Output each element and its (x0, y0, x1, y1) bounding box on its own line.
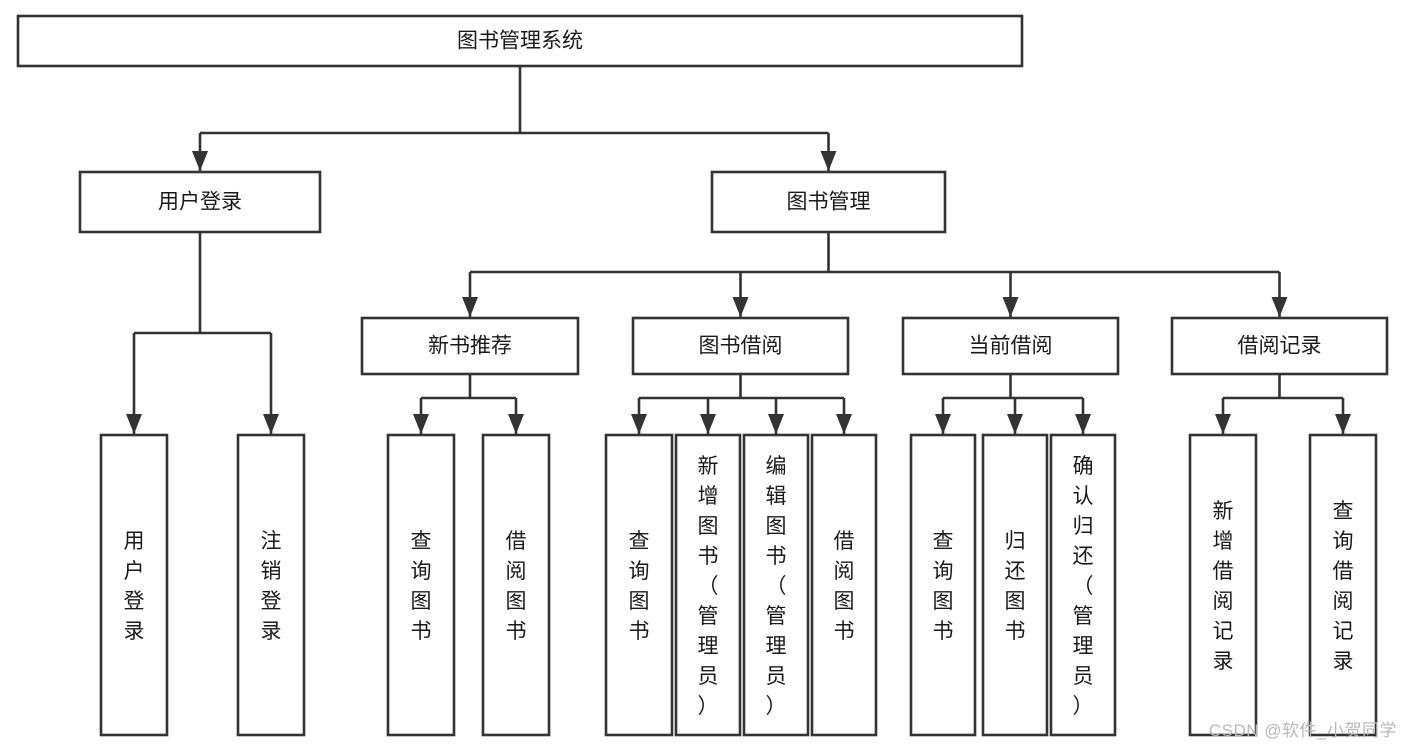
node-box-root[interactable] (16, 14, 1024, 68)
arrow-head-icon-new-book-recommend (462, 297, 478, 317)
node-leaf-add-book[interactable]: 新增图书（管理员） (674, 433, 742, 737)
node-leaf-confirm-return[interactable]: 确认归还（管理员） (1049, 433, 1117, 737)
node-label-leaf-query-book-recommend: 查询图书 (411, 530, 432, 643)
arrow-head-icon-borrow-record (1271, 297, 1288, 317)
arrow-head-icon-leaf-add-book (700, 414, 716, 434)
node-label-leaf-query-book-borrow: 查询图书 (629, 530, 650, 643)
node-leaf-user-logout[interactable]: 注销登录 (236, 433, 306, 737)
node-leaf-user-login[interactable]: 用户登录 (99, 433, 169, 737)
node-label-book-borrow: 图书借阅 (699, 335, 783, 358)
node-box-leaf-query-book-borrow[interactable] (604, 433, 674, 737)
node-label-leaf-add-book: 新增图书（管理员） (698, 455, 719, 718)
node-box-leaf-borrow-book-recommend[interactable] (481, 433, 551, 737)
node-leaf-borrow-book[interactable]: 借阅图书 (810, 433, 878, 737)
node-user-login[interactable]: 用户登录 (78, 170, 322, 234)
arrow-head-icon-current-borrow (1002, 297, 1019, 317)
node-borrow-record[interactable]: 借阅记录 (1170, 316, 1389, 376)
node-box-book-borrow[interactable] (631, 316, 850, 376)
node-label-leaf-borrow-book-recommend: 借阅图书 (506, 530, 527, 643)
node-box-leaf-borrow-book[interactable] (810, 433, 878, 737)
node-new-book-recommend[interactable]: 新书推荐 (360, 316, 580, 376)
node-label-leaf-user-logout: 注销登录 (261, 530, 282, 643)
node-leaf-query-book-borrow[interactable]: 查询图书 (604, 433, 674, 737)
arrow-head-icon-leaf-query-borrow-record (1335, 414, 1351, 434)
node-book-borrow[interactable]: 图书借阅 (631, 316, 850, 376)
node-book-manage[interactable]: 图书管理 (710, 170, 947, 234)
node-label-user-login: 用户登录 (158, 191, 242, 214)
arrow-head-icon-leaf-query-book-current (935, 414, 951, 434)
node-label-root: 图书管理系统 (457, 30, 583, 53)
node-box-leaf-add-borrow-record[interactable] (1188, 433, 1258, 737)
node-leaf-query-book-current[interactable]: 查询图书 (909, 433, 977, 737)
node-label-current-borrow: 当前借阅 (969, 335, 1053, 358)
node-leaf-borrow-book-recommend[interactable]: 借阅图书 (481, 433, 551, 737)
node-box-leaf-query-book-recommend[interactable] (386, 433, 456, 737)
node-box-leaf-query-book-current[interactable] (909, 433, 977, 737)
node-current-borrow[interactable]: 当前借阅 (901, 316, 1120, 376)
node-box-leaf-confirm-return[interactable] (1049, 433, 1117, 737)
node-box-borrow-record[interactable] (1170, 316, 1389, 376)
node-box-new-book-recommend[interactable] (360, 316, 580, 376)
node-leaf-return-book[interactable]: 归还图书 (981, 433, 1049, 737)
node-label-leaf-borrow-book: 借阅图书 (834, 530, 855, 643)
arrow-head-icon-leaf-query-book-borrow (631, 414, 647, 434)
node-box-current-borrow[interactable] (901, 316, 1120, 376)
node-box-book-manage[interactable] (710, 170, 947, 234)
arrow-head-icon-book-manage (820, 151, 837, 171)
node-box-leaf-edit-book[interactable] (742, 433, 810, 737)
node-label-leaf-user-login: 用户登录 (124, 530, 145, 643)
node-label-leaf-return-book: 归还图书 (1005, 530, 1026, 643)
watermark-text: CSDN @软件_小贺同学 (1208, 721, 1397, 740)
connector-layer (126, 66, 1351, 434)
node-leaf-edit-book[interactable]: 编辑图书（管理员） (742, 433, 810, 737)
node-label-leaf-confirm-return: 确认归还（管理员） (1073, 455, 1094, 718)
arrow-head-icon-leaf-return-book (1007, 414, 1023, 434)
node-label-book-manage: 图书管理 (787, 191, 871, 214)
arrow-head-icon-leaf-confirm-return (1075, 414, 1091, 434)
node-label-leaf-query-borrow-record: 查询借阅记录 (1333, 500, 1354, 673)
node-leaf-query-book-recommend[interactable]: 查询图书 (386, 433, 456, 737)
node-box-leaf-user-login[interactable] (99, 433, 169, 737)
node-label-leaf-edit-book: 编辑图书（管理员） (766, 455, 787, 718)
arrow-head-icon-leaf-user-logout (263, 414, 279, 434)
node-label-leaf-query-book-current: 查询图书 (933, 530, 954, 643)
node-box-leaf-query-borrow-record[interactable] (1308, 433, 1378, 737)
node-leaf-add-borrow-record[interactable]: 新增借阅记录 (1188, 433, 1258, 737)
node-label-new-book-recommend: 新书推荐 (428, 335, 512, 358)
node-label-borrow-record: 借阅记录 (1238, 335, 1322, 358)
arrow-head-icon-leaf-add-borrow-record (1215, 414, 1231, 434)
node-layer: 图书管理系统用户登录图书管理新书推荐图书借阅当前借阅借阅记录用户登录注销登录查询… (16, 14, 1389, 737)
node-box-leaf-user-logout[interactable] (236, 433, 306, 737)
arrow-head-icon-leaf-borrow-book (836, 414, 852, 434)
arrow-head-icon-leaf-edit-book (768, 414, 784, 434)
node-box-leaf-return-book[interactable] (981, 433, 1049, 737)
arrow-head-icon-user-login (192, 151, 208, 171)
node-root[interactable]: 图书管理系统 (16, 14, 1024, 68)
node-box-user-login[interactable] (78, 170, 322, 234)
node-leaf-query-borrow-record[interactable]: 查询借阅记录 (1308, 433, 1378, 737)
arrow-head-icon-leaf-borrow-book-recommend (508, 414, 524, 434)
arrow-head-icon-leaf-user-login (126, 414, 142, 434)
arrow-head-icon-leaf-query-book-recommend (413, 414, 429, 434)
arrow-head-icon-book-borrow (732, 297, 749, 317)
node-box-leaf-add-book[interactable] (674, 433, 742, 737)
node-label-leaf-add-borrow-record: 新增借阅记录 (1213, 500, 1234, 673)
